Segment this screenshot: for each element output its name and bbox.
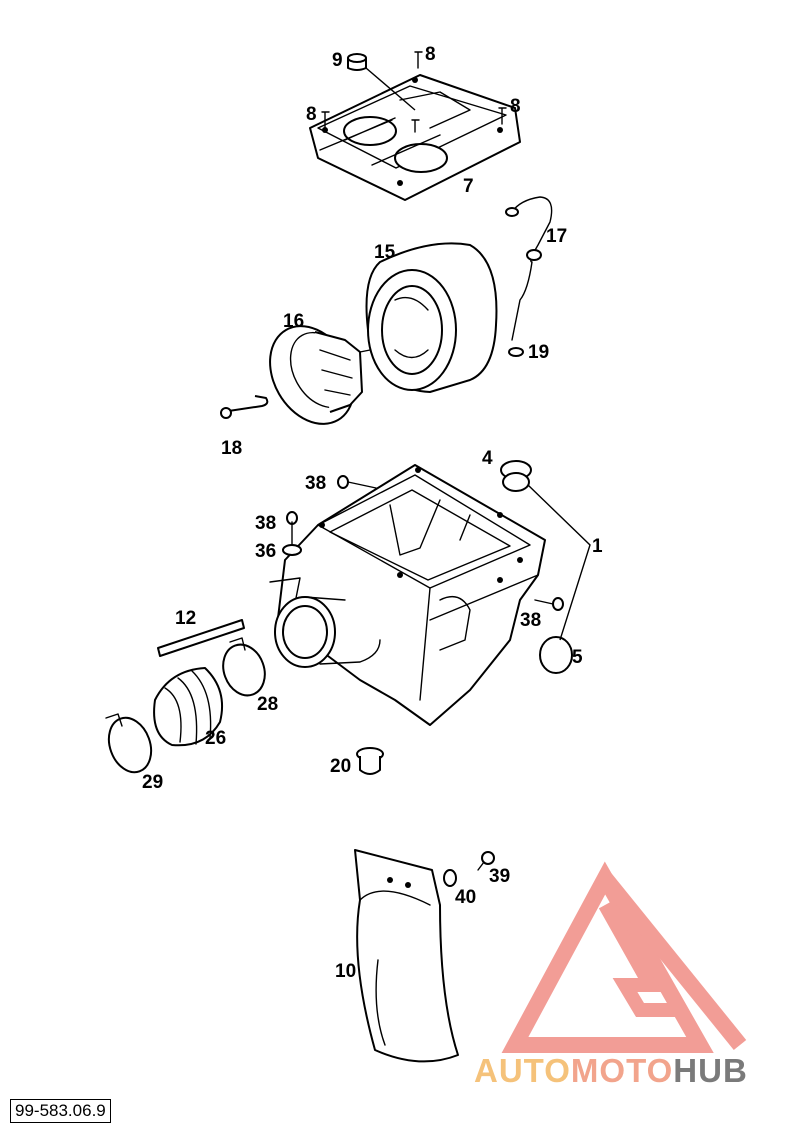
part-9-cap	[347, 53, 367, 71]
callout-4: 4	[482, 448, 493, 469]
callout-10: 10	[335, 961, 356, 982]
callout-12: 12	[175, 608, 196, 629]
part-29-clamp	[105, 713, 153, 774]
callout-9: 9	[332, 50, 343, 71]
watermark-text: AUTOMOTOHUB	[474, 1052, 748, 1090]
part-20-plug	[356, 747, 384, 775]
callout-36: 36	[255, 541, 276, 562]
screws-38	[286, 475, 564, 611]
part-16-filter-support	[269, 325, 371, 425]
callout-18: 18	[221, 438, 242, 459]
watermark-logo	[501, 861, 747, 1053]
callout-20: 20	[330, 756, 351, 777]
callout-17: 17	[546, 226, 567, 247]
part-5-cover	[539, 636, 573, 674]
part-26-rubber-boot	[153, 667, 224, 747]
drawing-code: 99-583.06.9	[10, 1099, 111, 1123]
callout-38: 38	[305, 473, 326, 494]
callout-8: 8	[510, 96, 521, 117]
part-7-filter-lid	[309, 74, 521, 201]
callout-26: 26	[205, 728, 226, 749]
callout-8: 8	[425, 44, 436, 65]
callout-29: 29	[142, 772, 163, 793]
part-39-screw	[477, 851, 495, 871]
part-18-clip	[220, 395, 269, 419]
callout-38: 38	[520, 610, 541, 631]
callout-40: 40	[455, 887, 476, 908]
part-10-mudflap	[354, 849, 459, 1063]
part-36-washer	[282, 544, 302, 556]
callout-38: 38	[255, 513, 276, 534]
screws-8	[321, 51, 507, 133]
watermark-text-hub: HUB	[673, 1052, 748, 1089]
callout-1: 1	[592, 536, 603, 557]
part-28-clamp	[222, 637, 266, 697]
callout-15: 15	[374, 242, 396, 263]
callout-labels: 9 8 8 8 7 17 15 16 19 18 4 38 38 36 1 38…	[142, 44, 603, 982]
part-4-grommet	[500, 460, 532, 492]
watermark-text-auto: AUTO	[474, 1052, 571, 1089]
callout-7: 7	[463, 176, 474, 197]
callout-19: 19	[528, 342, 549, 363]
part-15-filter-element	[365, 242, 498, 393]
callout-28: 28	[257, 694, 278, 715]
part-17-hose	[505, 196, 553, 341]
callout-39: 39	[489, 866, 510, 887]
leader-1	[527, 484, 591, 641]
callout-16: 16	[283, 311, 304, 332]
part-19-washer	[508, 347, 524, 357]
watermark-text-moto: MOTO	[570, 1052, 674, 1089]
callout-8: 8	[306, 104, 317, 125]
callout-5: 5	[572, 647, 583, 668]
part-1-airbox	[269, 464, 546, 726]
part-40-washer	[443, 869, 457, 887]
part-12-hose	[157, 619, 245, 657]
